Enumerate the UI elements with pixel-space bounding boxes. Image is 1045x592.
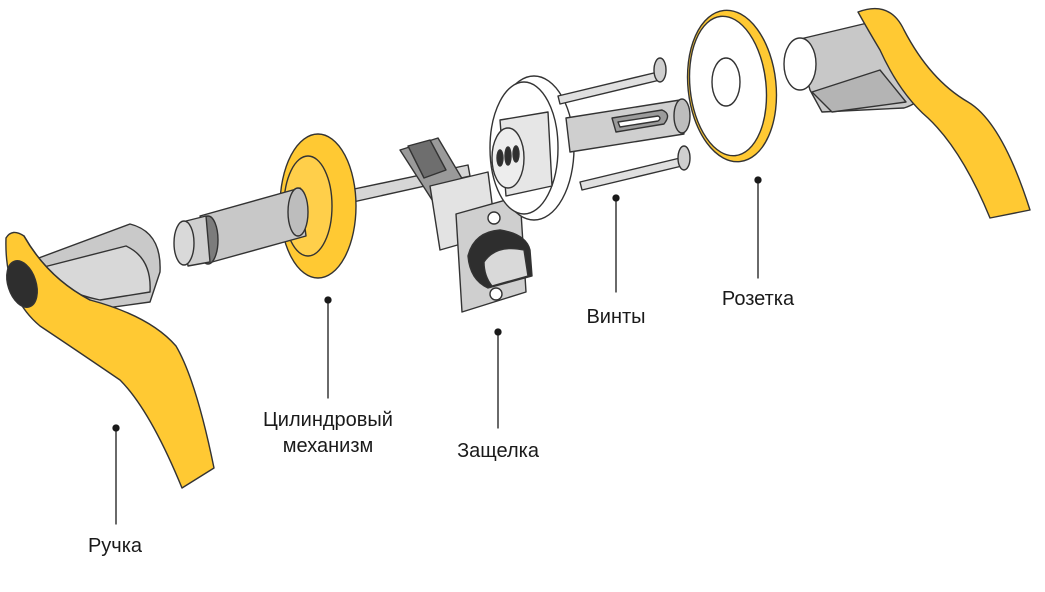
- latch-screw-hole-bottom: [489, 287, 503, 301]
- label-cylinder-line-2: механизм: [282, 435, 374, 457]
- right-handle-lever: [857, 7, 1031, 219]
- rosette: [686, 9, 778, 163]
- latch-tail-cam: [407, 139, 447, 179]
- right-handle-neck-end: [783, 37, 817, 91]
- inner-rosette-hub-slot-2: [504, 146, 512, 166]
- screw-top-head: [653, 57, 667, 83]
- leader-cylinder-dot: [324, 296, 332, 304]
- right-handle-neck-base: [811, 69, 907, 113]
- cylinder-tube-end: [287, 187, 309, 237]
- label-latch: Защелка: [457, 440, 539, 462]
- rosette-center-hole: [711, 57, 741, 107]
- screw-top: [557, 71, 661, 105]
- cylinder-knob-face: [173, 220, 195, 266]
- right-handle: [783, 7, 1031, 219]
- leader-handle-dot: [112, 424, 120, 432]
- left-handle-lever-edge: [23, 235, 91, 301]
- label-rosette: Розетка: [721, 288, 795, 310]
- latch: [399, 137, 533, 313]
- latch-screw-hole-top: [487, 211, 501, 225]
- screw-bottom: [579, 157, 683, 191]
- label-cylinder-mechanism: Цилиндровый механизм: [236, 407, 420, 459]
- label-screws: Винты: [586, 306, 646, 328]
- leader-lines: [112, 176, 762, 525]
- inner-sleeve-slot-inner: [617, 115, 661, 128]
- left-handle-end-cap: [6, 260, 38, 308]
- inner-rosette-hub-slot-3: [512, 145, 520, 163]
- label-cylinder-line-1: Цилиндровый: [263, 409, 393, 431]
- screw-bottom-head: [677, 145, 691, 171]
- left-handle: [5, 223, 215, 489]
- inner-sleeve-end: [673, 98, 691, 134]
- leader-rosette-dot: [754, 176, 762, 184]
- leader-screws-dot: [612, 194, 620, 202]
- leader-latch-dot: [494, 328, 502, 336]
- label-handle: Ручка: [87, 535, 143, 557]
- inner-rosette-hub-slot-1: [496, 149, 504, 167]
- latch-bolt-face: [483, 247, 529, 287]
- inner-rosette-assembly: [489, 57, 691, 221]
